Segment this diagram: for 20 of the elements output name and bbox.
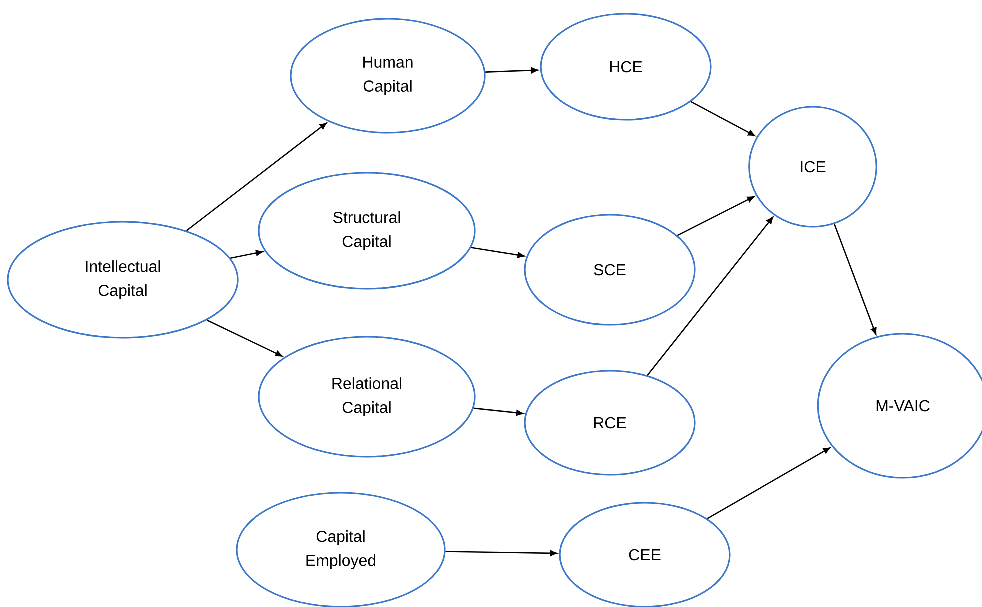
arrow xyxy=(206,320,283,357)
arrow xyxy=(486,68,538,74)
arrow xyxy=(707,448,831,520)
ellipse-node: RCE xyxy=(524,370,696,476)
arrow xyxy=(834,224,877,335)
arrow xyxy=(677,196,755,236)
arrow xyxy=(230,250,264,260)
ellipse-node: Human Capital xyxy=(290,18,486,134)
arrow xyxy=(690,101,756,136)
arrow xyxy=(446,550,558,556)
ellipse-node: Relational Capital xyxy=(258,336,476,458)
arrow xyxy=(186,122,328,232)
arrow xyxy=(647,217,774,376)
ellipse-node: Intellectual Capital xyxy=(7,221,239,339)
ellipse-node: SCE xyxy=(524,214,696,326)
ellipse-node: ICE xyxy=(748,106,878,228)
arrow xyxy=(474,408,524,416)
ellipse-node: HCE xyxy=(540,13,712,121)
arrow xyxy=(471,247,525,258)
ellipse-node: Structural Capital xyxy=(258,172,476,290)
